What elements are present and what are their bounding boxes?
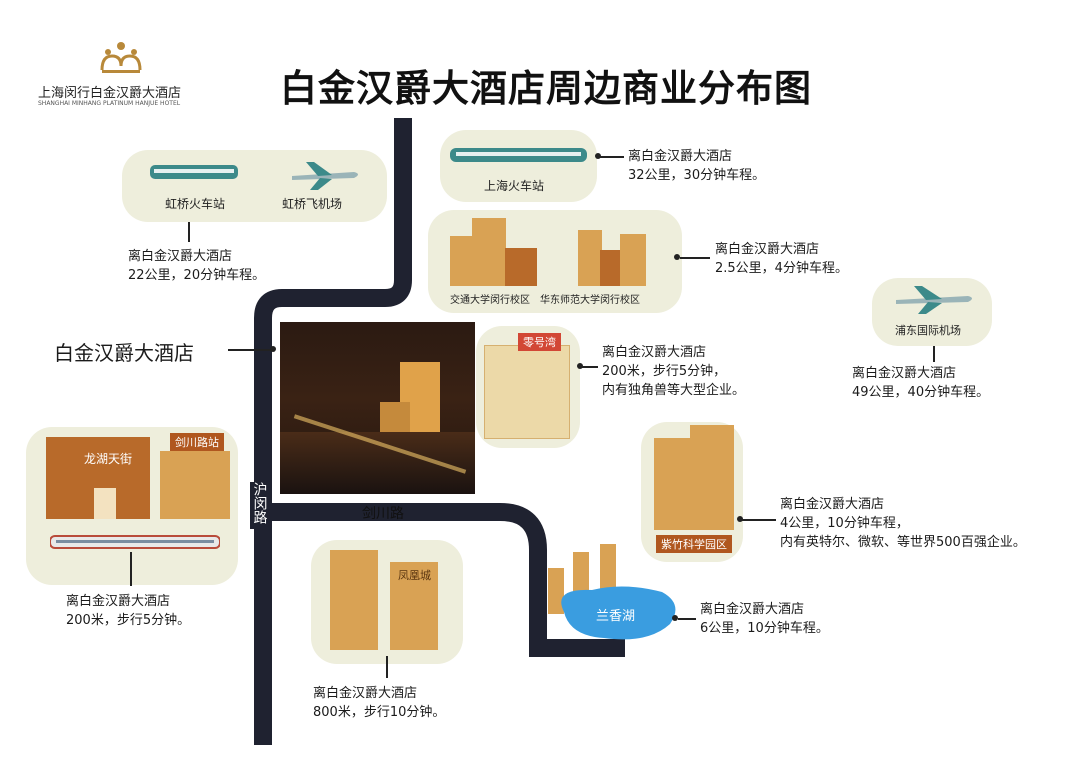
zizhu-building	[690, 425, 734, 530]
lanxiang-line1: 离白金汉爵大酒店	[700, 602, 805, 617]
zero-bay-leader	[582, 366, 598, 368]
shanghai-station-label: 上海火车站	[484, 179, 545, 193]
huminlu-label: 沪闵路	[250, 482, 268, 529]
lanxiang-leader	[678, 618, 696, 620]
fenghuang-label: 凤凰城	[398, 569, 431, 582]
sjtu-building	[472, 218, 506, 286]
longhu-leader	[130, 552, 132, 586]
hotel-dot	[270, 346, 276, 352]
lanxiang-line2: 6公里，10分钟车程。	[700, 621, 829, 636]
hongqiao-distance-line2: 22公里，20分钟车程。	[128, 268, 266, 283]
metro-train-icon	[50, 535, 220, 549]
logo-subtitle: SHANGHAI MINHANG PLATINUM HANJUE HOTEL	[38, 100, 181, 107]
lanxiang-dot	[672, 615, 678, 621]
pudong-distance-line2: 49公里，40分钟车程。	[852, 385, 990, 400]
zizhu-dot	[737, 516, 743, 522]
shanghai-distance-line2: 32公里，30分钟车程。	[628, 168, 766, 183]
lanxiang-label: 兰香湖	[596, 609, 636, 624]
fenghuang-building	[390, 562, 438, 650]
zizhu-leader	[742, 519, 776, 521]
hotel-leader	[228, 349, 272, 351]
longhu-distance-line2: 200米，步行5分钟。	[66, 613, 191, 628]
zero-bay-line2: 200米，步行5分钟，	[602, 364, 727, 379]
ecnu-building	[600, 250, 622, 286]
pudong-label: 浦东国际机场	[895, 324, 961, 337]
crown-logo-icon	[100, 42, 142, 73]
university-leader	[680, 257, 710, 259]
hotel-photo	[280, 322, 475, 494]
zero-bay-line3: 内有独角兽等大型企业。	[602, 383, 746, 398]
zero-bay-label: 零号湾	[518, 333, 561, 351]
longhu-mall-label: 龙湖天街	[84, 452, 133, 466]
longhu-mall-door	[94, 488, 116, 519]
train-icon	[150, 165, 238, 179]
fenghuang-leader	[386, 656, 388, 678]
upper-road	[254, 118, 412, 745]
university-distance-line2: 2.5公里，4分钟车程。	[715, 261, 848, 276]
logo-name: 上海闵行白金汉爵大酒店	[38, 86, 182, 101]
plane-icon	[896, 286, 972, 314]
hotel-label: 白金汉爵大酒店	[54, 341, 194, 365]
hotel-logo: 上海闵行白金汉爵大酒店 SHANGHAI MINHANG PLATINUM HA…	[38, 40, 213, 110]
plane-icon	[292, 162, 358, 190]
lake-icon	[561, 586, 676, 640]
shanghai-distance-line1: 离白金汉爵大酒店	[628, 149, 733, 164]
hongqiao-leader	[188, 222, 190, 242]
zizhu-line3: 内有英特尔、微软、等世界500百强企业。	[780, 535, 1026, 550]
page-title: 白金汉爵大酒店周边商业分布图	[280, 67, 812, 110]
hongqiao-distance-line1: 离白金汉爵大酒店	[128, 249, 233, 264]
fenghuang-building	[330, 550, 378, 650]
hongqiao-card	[122, 150, 387, 222]
zero-bay-building	[484, 345, 570, 439]
zizhu-line2: 4公里，10分钟车程，	[780, 516, 909, 531]
fenghuang-line2: 800米，步行10分钟。	[313, 705, 446, 720]
pudong-distance-line1: 离白金汉爵大酒店	[852, 366, 957, 381]
jianchuanlu-label: 剑川路	[362, 506, 404, 522]
pudong-leader	[933, 346, 935, 362]
jianchuan-station-label: 剑川路站	[170, 433, 224, 451]
jianchuan-station-building	[160, 451, 230, 519]
hongqiao-station-label: 虹桥火车站	[165, 197, 226, 211]
zizhu-label: 紫竹科学园区	[656, 535, 732, 553]
zero-bay-line1: 离白金汉爵大酒店	[602, 345, 707, 360]
zizhu-line1: 离白金汉爵大酒店	[780, 497, 885, 512]
ecnu-building	[578, 230, 602, 286]
zero-bay-dot	[577, 363, 583, 369]
lakeside-building	[548, 568, 564, 614]
shanghai-station-card	[440, 130, 597, 202]
pudong-card	[872, 278, 992, 346]
university-distance-line1: 离白金汉爵大酒店	[715, 242, 820, 257]
longhu-distance-line1: 离白金汉爵大酒店	[66, 594, 171, 609]
fenghuang-line1: 离白金汉爵大酒店	[313, 686, 418, 701]
train-icon	[450, 148, 587, 162]
ecnu-building	[620, 234, 646, 286]
ecnu-label: 华东师范大学闵行校区	[540, 295, 640, 306]
shanghai-dot	[595, 153, 601, 159]
shanghai-leader	[600, 156, 624, 158]
university-dot	[674, 254, 680, 260]
jianchuan-road	[263, 503, 625, 657]
sjtu-label: 交通大学闵行校区	[450, 295, 530, 306]
sjtu-building	[505, 248, 537, 286]
hongqiao-airport-label: 虹桥飞机场	[282, 197, 343, 211]
